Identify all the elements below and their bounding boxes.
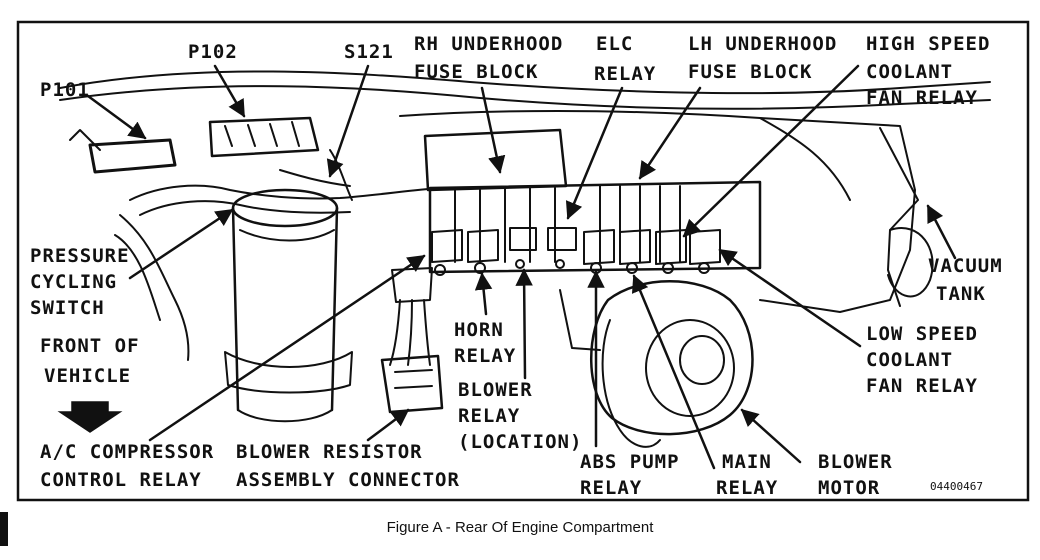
figure-caption: Figure A - Rear Of Engine Compartment	[387, 519, 655, 536]
label-lh-fuse-block-line2: FUSE BLOCK	[688, 61, 812, 83]
label-main-relay-line2: RELAY	[716, 477, 778, 499]
label-rh-fuse-block-line1: RH UNDERHOOD	[414, 33, 563, 55]
label-pressure-switch-line2: CYCLING	[30, 271, 117, 293]
label-resistor-connector-line2: ASSEMBLY CONNECTOR	[236, 469, 460, 491]
label-low-speed-fan-relay-line1: LOW SPEED	[866, 323, 978, 345]
engine-bay-illustration	[59, 70, 991, 448]
label-blower-motor-line1: BLOWER	[818, 451, 893, 473]
label-abs-relay-line1: ABS PUMP	[580, 451, 680, 473]
label-elc-relay-line1: ELC	[596, 33, 633, 55]
leader-lines	[86, 64, 957, 470]
label-p102: P102	[188, 41, 238, 63]
label-ac-relay-line1: A/C COMPRESSOR	[40, 441, 214, 463]
label-high-speed-fan-relay-line3: FAN RELAY	[866, 87, 978, 109]
label-blower-relay-line2: RELAY	[458, 405, 520, 427]
label-pressure-switch-line3: SWITCH	[30, 297, 105, 319]
label-abs-relay-line2: RELAY	[580, 477, 642, 499]
label-p101: P101	[40, 79, 90, 101]
label-lh-fuse-block-line1: LH UNDERHOOD	[688, 33, 837, 55]
label-high-speed-fan-relay-line1: HIGH SPEED	[866, 33, 990, 55]
front-direction-arrow	[57, 401, 123, 433]
label-low-speed-fan-relay-line3: FAN RELAY	[866, 375, 978, 397]
label-vacuum-tank-line2: TANK	[936, 283, 986, 305]
label-s121: S121	[344, 41, 394, 63]
label-pressure-switch-line1: PRESSURE	[30, 245, 130, 267]
label-high-speed-fan-relay-line2: COOLANT	[866, 61, 953, 83]
label-low-speed-fan-relay-line2: COOLANT	[866, 349, 953, 371]
label-front-of-vehicle-line2: VEHICLE	[44, 365, 131, 387]
label-rh-fuse-block-line2: FUSE BLOCK	[414, 61, 538, 83]
callout-labels: P101 P102 S121 RH UNDERHOOD FUSE BLOCK E…	[30, 33, 1003, 499]
label-blower-relay-line3: (LOCATION)	[458, 431, 582, 453]
label-front-of-vehicle-line1: FRONT OF	[40, 335, 140, 357]
diagram-frame	[16, 20, 1030, 502]
label-vacuum-tank-line1: VACUUM	[928, 255, 1003, 277]
label-elc-relay-line2: RELAY	[594, 63, 656, 85]
figure-code: 04400467	[930, 480, 983, 493]
label-main-relay-line1: MAIN	[722, 451, 772, 473]
label-ac-relay-line2: CONTROL RELAY	[40, 469, 202, 491]
label-horn-relay-line2: RELAY	[454, 345, 516, 367]
label-blower-relay-line1: BLOWER	[458, 379, 533, 401]
label-blower-motor-line2: MOTOR	[818, 477, 880, 499]
label-horn-relay-line1: HORN	[454, 319, 504, 341]
corner-mark	[0, 512, 8, 546]
label-resistor-connector-line1: BLOWER RESISTOR	[236, 441, 423, 463]
